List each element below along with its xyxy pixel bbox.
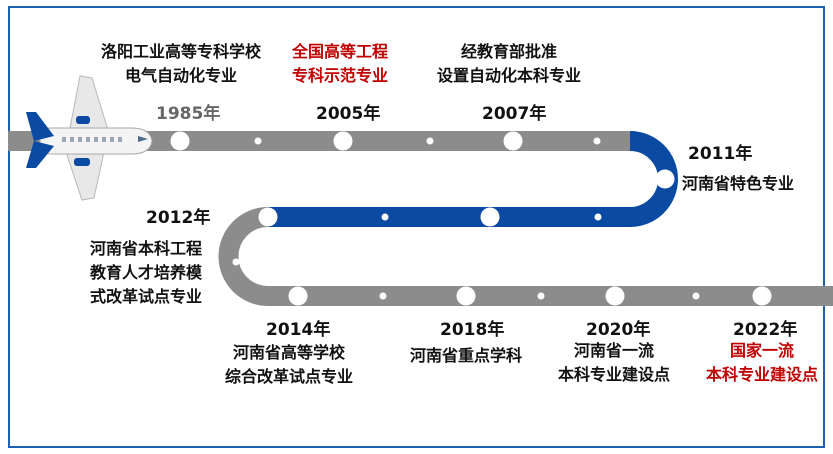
milestone-2007-year: 2007年 [482,104,547,124]
milestone-2020-year: 2020年 [586,320,651,340]
desc-line: 教育人才培养模 [90,263,203,282]
milestone-1985-year: 1985年 [156,104,221,124]
desc-line: 全国高等工程 [291,42,388,61]
milestone-2018-desc: 河南省重点学科 [410,344,522,368]
milestone-2007-desc: 经教育部批准 设置自动化本科专业 [429,40,589,88]
small-dot [593,137,601,145]
milestone-marker-2011 [655,169,675,189]
track-left-bend [218,207,833,306]
small-dot [692,292,700,300]
small-dot [381,213,389,221]
milestone-2011-year: 2011年 [688,144,753,164]
desc-line: 本科专业建设点 [705,365,818,384]
milestone-markers [170,131,772,306]
desc-line: 经教育部批准 [460,42,557,61]
track-blue-bend [265,131,678,227]
small-dot [379,292,387,300]
small-dot [254,137,262,145]
milestone-marker-2014 [288,286,308,306]
milestone-2022-desc: 国家一流 本科专业建设点 [700,339,824,387]
desc-line: 综合改革试点专业 [224,367,353,386]
desc-line: 本科专业建设点 [557,365,670,384]
desc-line: 设置自动化本科专业 [436,66,581,85]
milestone-2014-year: 2014年 [266,320,331,340]
milestone-marker-2022 [752,286,772,306]
track-small-dots [232,137,700,300]
milestone-2018-year: 2018年 [440,320,505,340]
desc-line: 河南省本科工程 [90,239,203,258]
milestone-marker-2018 [456,286,476,306]
desc-line: 洛阳工业高等专科学校 [100,42,261,61]
milestone-2011-desc: 河南省特色专业 [682,172,794,196]
desc-line: 电气自动化专业 [124,66,237,85]
small-dot [232,258,240,266]
airplane-icon [26,75,153,201]
milestone-2014-desc: 河南省高等学校 综合改革试点专业 [216,341,362,389]
desc-line: 专科示范专业 [291,66,388,85]
milestone-2022-year: 2022年 [733,320,798,340]
milestone-2005-year: 2005年 [316,104,381,124]
milestone-2012-year: 2012年 [146,208,211,228]
milestone-marker-2012 [258,207,278,227]
small-dot [594,213,602,221]
milestone-marker-2020 [605,286,625,306]
desc-line: 河南省一流 [573,341,654,360]
milestone-marker-mid [480,207,500,227]
milestone-2012-desc: 河南省本科工程 教育人才培养模 式改革试点专业 [90,237,202,309]
milestone-2005-desc: 全国高等工程 专科示范专业 [282,40,398,88]
desc-line: 河南省高等学校 [232,343,345,362]
milestone-marker-1985 [170,131,190,151]
desc-line: 式改革试点专业 [90,287,203,306]
milestone-2020-desc: 河南省一流 本科专业建设点 [552,339,676,387]
desc-line: 国家一流 [729,341,794,360]
milestone-marker-2007 [503,131,523,151]
desc-line: 河南省重点学科 [410,346,523,365]
desc-line: 河南省特色专业 [682,174,795,193]
small-dot [537,292,545,300]
milestone-1985-desc: 洛阳工业高等专科学校 电气自动化专业 [88,40,274,88]
small-dot [426,137,434,145]
milestone-marker-2005 [333,131,353,151]
